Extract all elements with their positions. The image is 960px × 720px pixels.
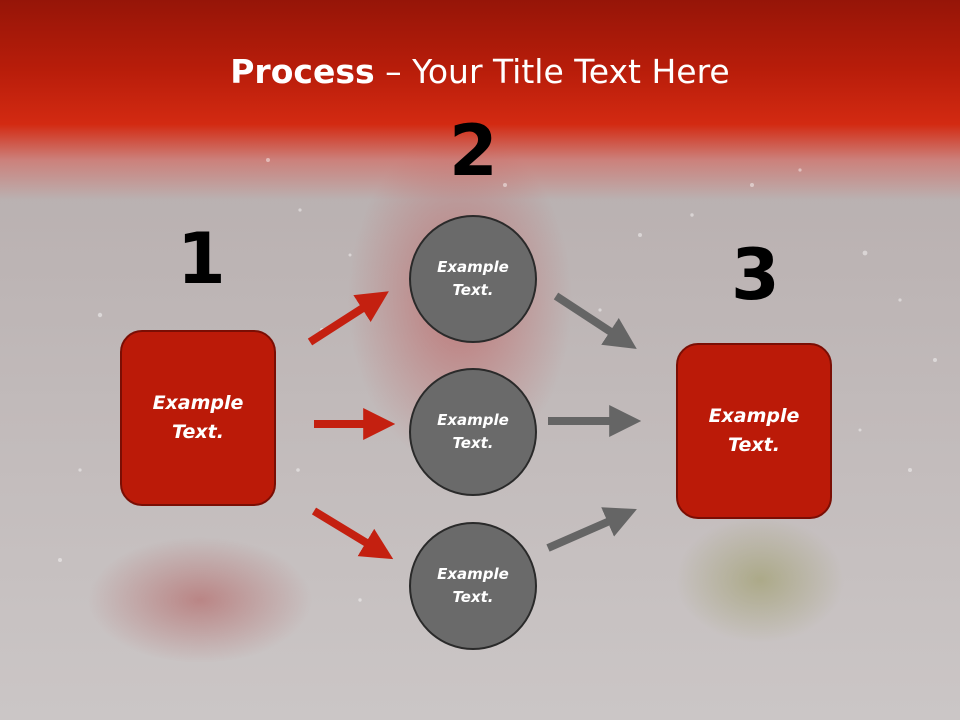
node-top-text: Example Text. [437,258,509,299]
step-2-node-top: Example Text. [409,215,537,343]
step-2-node-middle: Example Text. [409,368,537,496]
arrow-box1-to-node-bottom [311,507,394,560]
step-1-box: Example Text. [120,330,276,506]
slide-title: Process – Your Title Text Here [0,52,960,91]
title-rest: – Your Title Text Here [374,52,730,91]
step-3-box: Example Text. [676,343,832,519]
step-number-3: 3 [731,234,780,316]
step-number-2: 2 [449,110,498,192]
step-2-node-bottom: Example Text. [409,522,537,650]
arrow-box1-to-node-top [307,291,389,346]
arrow-node-bottom-to-box3 [546,507,637,552]
title-bold: Process [230,52,375,91]
node-middle-text: Example Text. [437,411,509,452]
node-bottom-text: Example Text. [437,565,509,606]
arrow-node-top-to-box3 [553,292,637,349]
step-3-box-text: Example Text. [708,405,800,456]
title-banner [0,0,960,200]
step-1-box-text: Example Text. [152,392,244,443]
step-number-1: 1 [177,218,226,300]
